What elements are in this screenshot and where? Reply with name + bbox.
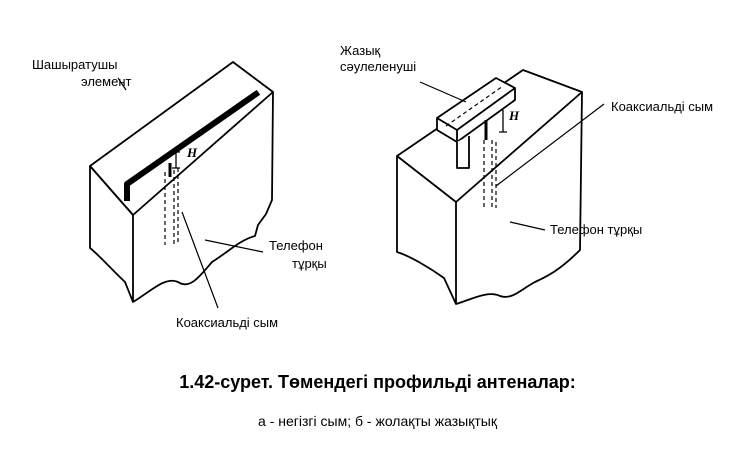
leader-radiator xyxy=(117,77,127,91)
tongue-hidden-edge xyxy=(445,85,504,127)
coax-b-dashed xyxy=(483,140,497,210)
coax-a-dashed xyxy=(164,168,179,245)
label-element: элемент xyxy=(81,74,132,89)
label-radiator: Шашыратушы xyxy=(32,57,118,72)
label-coax-b: Коаксиальді сым xyxy=(611,99,714,114)
case-b-front-face xyxy=(455,91,583,305)
caption-title: 1.42-сурет. Төмендегі профильді антенала… xyxy=(179,372,576,392)
label-case-a-1: Телефон xyxy=(269,238,323,253)
label-height-a: H xyxy=(187,145,198,160)
radiator-element xyxy=(124,89,261,201)
label-case-b: Телефон тұрқы xyxy=(550,222,643,237)
leader-coax-b xyxy=(495,103,605,187)
height-dim-b xyxy=(499,110,507,133)
leader-case-b xyxy=(509,221,546,231)
leader-tongue xyxy=(419,81,467,103)
height-dim-a xyxy=(172,151,180,169)
case-a-left-face xyxy=(89,166,134,303)
label-coax-a: Коаксиальді сым xyxy=(176,315,279,330)
leader-coax-a xyxy=(181,211,219,309)
label-height-b: H xyxy=(509,108,520,123)
label-case-a-2: тұрқы xyxy=(292,256,327,271)
case-b-left-face xyxy=(396,156,457,305)
diagram-b xyxy=(396,69,605,305)
tongue-plate xyxy=(436,77,516,143)
diagram-a xyxy=(89,61,274,309)
caption-subtitle: а - негізгі сым; б - жолақты жазықтық xyxy=(258,413,497,429)
label-tongue-1: Жазық xyxy=(340,43,381,58)
label-tongue-2: сәулеленуші xyxy=(340,59,417,74)
case-a-front-face xyxy=(89,91,274,303)
leader-case-a xyxy=(204,239,264,253)
tongue-leg xyxy=(456,136,470,169)
